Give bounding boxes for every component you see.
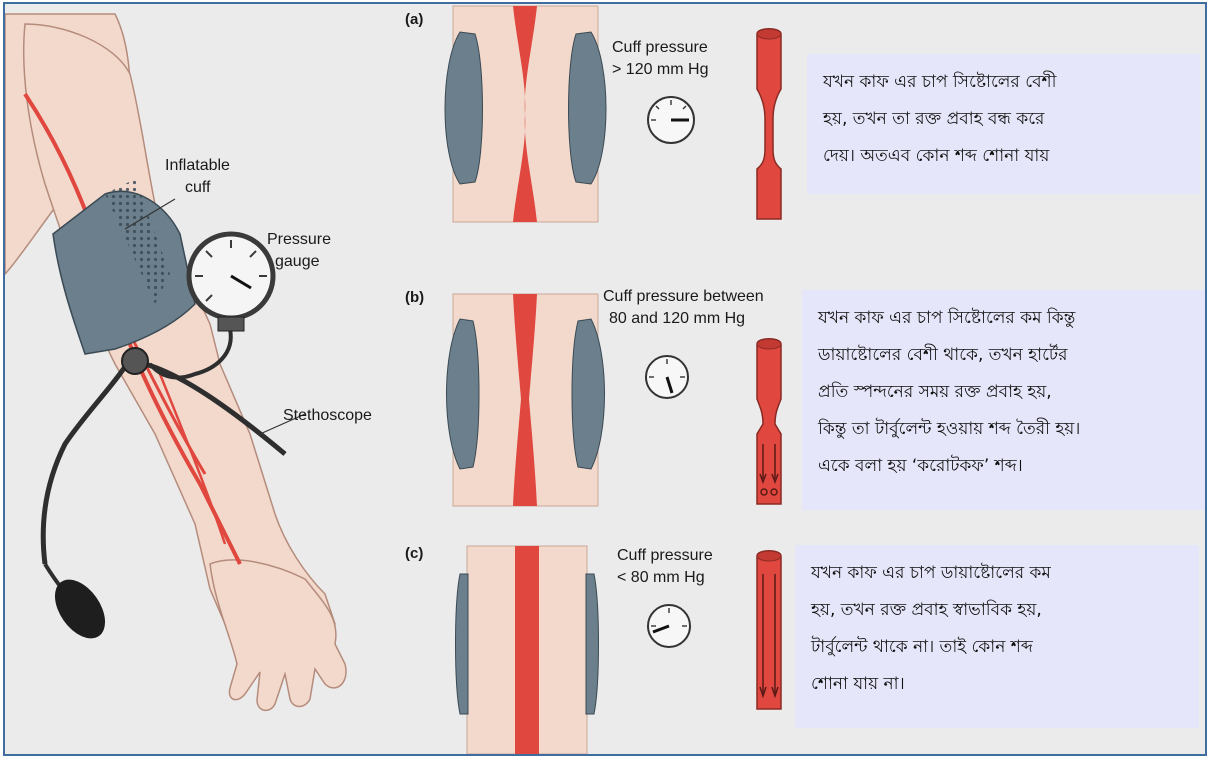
cuff-label-line2: cuff xyxy=(185,179,211,196)
arm-illustration: Inflatable cuff Pressure gauge Stethosco… xyxy=(5,14,372,710)
panel-b-pressure-line1: Cuff pressure between xyxy=(603,288,764,305)
gauge-label-line1: Pressure xyxy=(267,231,331,248)
note-panel-a: যখন কাফ এর চাপ সিষ্টোলের বেশী হয়, তখন ত… xyxy=(807,54,1200,194)
panel-b: (b) Cuff pressure between 80 and 120 mm … xyxy=(405,288,781,506)
panel-a-pressure-line1: Cuff pressure xyxy=(612,39,708,56)
panel-a: (a) Cuff pressure > 120 mm Hg xyxy=(405,6,781,222)
stethoscope-label: Stethoscope xyxy=(283,407,372,424)
panel-b-gauge-icon xyxy=(646,356,688,398)
panel-b-letter: (b) xyxy=(405,289,424,306)
panel-b-pressure-line2: 80 and 120 mm Hg xyxy=(609,310,745,327)
panel-c-vessel-icon xyxy=(757,551,781,709)
gauge-label-line2: gauge xyxy=(275,253,320,270)
note-panel-c: যখন কাফ এর চাপ ডায়াষ্টোলের কম হয়, তখন … xyxy=(795,545,1199,728)
panel-c: (c) Cuff pressure < 80 mm Hg xyxy=(405,545,781,754)
panel-c-letter: (c) xyxy=(405,545,423,562)
panel-a-letter: (a) xyxy=(405,11,423,28)
panel-b-vessel-icon xyxy=(757,339,781,504)
figure-frame: Inflatable cuff Pressure gauge Stethosco… xyxy=(3,2,1207,756)
panel-a-gauge-icon xyxy=(648,97,694,143)
panel-c-gauge-icon xyxy=(648,605,690,647)
panel-a-vessel-icon xyxy=(757,29,781,219)
panel-a-pressure-line2: > 120 mm Hg xyxy=(612,61,708,78)
note-panel-b: যখন কাফ এর চাপ সিষ্টোলের কম কিন্তু ডায়া… xyxy=(802,290,1206,510)
panel-c-pressure-line2: < 80 mm Hg xyxy=(617,569,705,586)
panel-c-pressure-line1: Cuff pressure xyxy=(617,547,713,564)
cuff-label-line1: Inflatable xyxy=(165,157,230,174)
